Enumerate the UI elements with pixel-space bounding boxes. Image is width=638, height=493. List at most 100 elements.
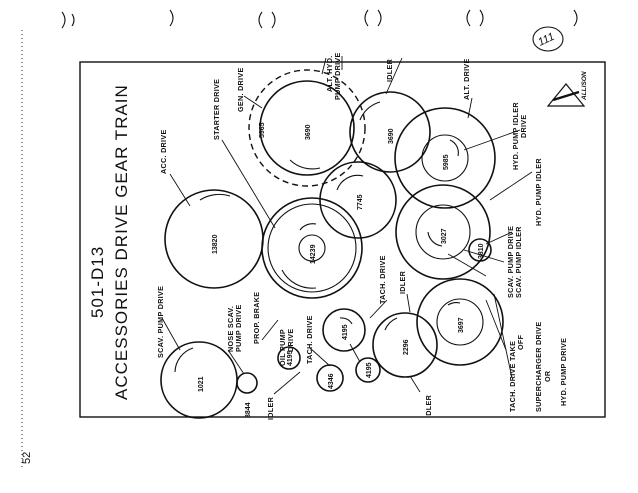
gear-3690-starter bbox=[259, 80, 355, 176]
gear-value: 3697 bbox=[458, 317, 465, 333]
binder-mark bbox=[61, 11, 66, 29]
gear-value: 2296 bbox=[403, 339, 410, 355]
gear-2296 bbox=[372, 312, 438, 378]
label-alt-drive: ALT. DRIVE bbox=[462, 58, 471, 100]
label-idler-top: IDLER bbox=[385, 58, 394, 82]
binder-mark bbox=[377, 9, 382, 27]
rotation-arrow bbox=[447, 302, 461, 306]
binder-marks bbox=[61, 9, 578, 29]
gear-5985 bbox=[394, 107, 496, 209]
gear-5965-dashed bbox=[248, 69, 366, 187]
leader-line bbox=[406, 293, 411, 313]
gear-3810 bbox=[468, 238, 492, 262]
gears bbox=[160, 69, 504, 419]
gear-value: 3690 bbox=[305, 124, 312, 140]
leader-line bbox=[409, 375, 421, 393]
gear-value: 3810 bbox=[478, 243, 485, 259]
sheet-number-circle bbox=[532, 26, 564, 52]
label-hyd-pump-drive: HYD. PUMP DRIVE bbox=[559, 338, 568, 406]
leader-line bbox=[485, 231, 513, 245]
gear-value: 5985 bbox=[443, 154, 450, 170]
leader-line bbox=[447, 253, 487, 277]
gear-14239-hub bbox=[298, 234, 326, 262]
rotation-arrow bbox=[359, 101, 381, 121]
gear-value: 14239 bbox=[310, 244, 317, 264]
leader-lines bbox=[161, 56, 533, 395]
gear-4346 bbox=[316, 364, 344, 392]
gear-value: 1021 bbox=[198, 376, 205, 392]
gear-value: 4346 bbox=[328, 373, 335, 389]
gear-value: 5965 bbox=[259, 122, 266, 138]
leader-line bbox=[169, 173, 191, 207]
binder-mark bbox=[466, 9, 471, 27]
rotation-arrow bbox=[427, 231, 443, 247]
gear-3690-idler bbox=[349, 91, 431, 173]
label-gen-drive: GEN. DRIVE bbox=[236, 67, 245, 112]
label-nose-scav: NOSE SCAV. bbox=[226, 306, 235, 352]
label-alt-hyd-pump-drive: PUMP DRIVE bbox=[333, 52, 342, 100]
label-alt-hyd: ALT. HYD. bbox=[325, 55, 334, 92]
label-tach-drive-take: TACH. DRIVE TAKE bbox=[508, 341, 517, 412]
leader-line bbox=[243, 95, 263, 109]
binder-mark bbox=[573, 9, 578, 27]
leader-line bbox=[309, 347, 331, 367]
gear-4195-tach bbox=[322, 308, 366, 352]
label-scav-pump-drive-right: SCAV. PUMP DRIVE bbox=[506, 226, 515, 298]
gear-value: 7745 bbox=[357, 194, 364, 210]
logo-triangle bbox=[546, 83, 586, 107]
leader-line bbox=[273, 371, 301, 395]
label-idler-mid: IDLER bbox=[398, 270, 407, 294]
gear-value: 4195 bbox=[342, 324, 349, 340]
leader-line bbox=[485, 299, 507, 351]
label-tach-drive-mid: TACH. DRIVE bbox=[305, 315, 314, 364]
leader-line bbox=[221, 139, 276, 229]
label-hyd-pump-idler-drive-2: DRIVE bbox=[519, 115, 528, 138]
leader-line bbox=[349, 343, 361, 363]
page-number: 52 bbox=[21, 452, 33, 464]
gear-7745 bbox=[319, 161, 397, 239]
gear-3844 bbox=[236, 372, 258, 394]
rotation-arrow bbox=[336, 174, 364, 191]
label-prop-brake: PROP. BRAKE bbox=[252, 292, 261, 344]
leader-line bbox=[321, 57, 327, 75]
leader-line bbox=[463, 249, 505, 263]
label-hyd-pump-idler-drive: HYD. PUMP IDLER bbox=[511, 102, 520, 170]
leader-line bbox=[489, 171, 533, 201]
leader-line bbox=[467, 97, 473, 119]
rotation-arrow bbox=[299, 223, 317, 231]
diagram-title: ACCESSORIES DRIVE GEAR TRAIN bbox=[112, 84, 131, 400]
gear-value: 13820 bbox=[212, 234, 219, 254]
rotation-arrow bbox=[281, 269, 317, 289]
binder-mark bbox=[71, 13, 75, 27]
gear-3027-inner bbox=[415, 204, 471, 260]
sheet-number: 111 bbox=[536, 31, 556, 49]
binder-mark bbox=[364, 9, 369, 27]
gear-4195-oil bbox=[277, 346, 301, 370]
gear-value: 3027 bbox=[441, 228, 448, 244]
label-acc-drive: ACC. DRIVE bbox=[159, 129, 168, 174]
gear-14239 bbox=[261, 197, 363, 299]
diagram-title-model: 501-D13 bbox=[88, 246, 107, 318]
gear-3697-inner bbox=[436, 298, 484, 346]
label-tach-drive-upper: TACH. DRIVE bbox=[378, 255, 387, 304]
logo-stroke bbox=[552, 90, 580, 102]
gear-value: 3844 bbox=[245, 402, 252, 418]
label-take-off: OFF bbox=[516, 334, 525, 350]
gear-14239-inner bbox=[267, 203, 357, 293]
gear-5985-hub bbox=[421, 134, 469, 182]
rotation-arrow bbox=[339, 317, 353, 325]
gear-3027 bbox=[395, 184, 491, 280]
gear-value: 4195 bbox=[366, 362, 373, 378]
rotation-arrow bbox=[289, 159, 321, 170]
leader-line bbox=[385, 57, 403, 95]
label-scav-pump-drive: SCAV. PUMP DRIVE bbox=[156, 286, 165, 358]
leader-line bbox=[161, 317, 181, 351]
label-hyd-pump-idler: HYD. PUMP IDLER bbox=[534, 158, 543, 226]
rotation-arrow bbox=[199, 193, 231, 201]
label-starter-drive: STARTER DRIVE bbox=[212, 79, 221, 140]
label-oil-pump: OIL PUMP bbox=[278, 329, 287, 366]
diagram-frame bbox=[79, 61, 606, 418]
leader-line bbox=[261, 319, 279, 341]
rotation-arrow bbox=[449, 139, 459, 157]
